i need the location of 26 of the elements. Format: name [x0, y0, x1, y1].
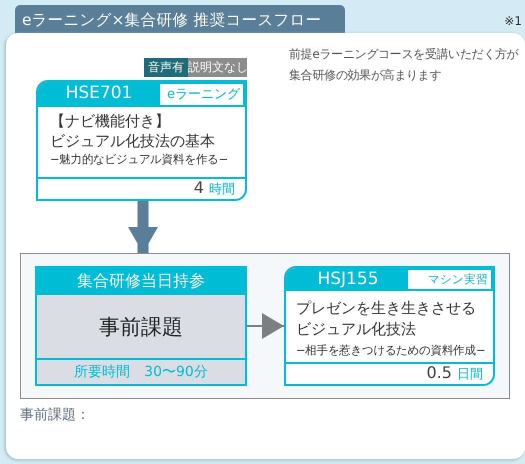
arrow: [247, 313, 284, 339]
duration: 4 時間: [194, 178, 235, 198]
duration: 0.5 日間: [426, 363, 483, 383]
course-title: 【ナビ機能付き】: [50, 112, 170, 131]
course-card: [284, 266, 495, 386]
badge: 説明文なし: [188, 58, 247, 77]
course-title: ビジュアル化技法の基本: [50, 132, 215, 151]
course-card: [36, 80, 247, 201]
assignment-label: 事前課題：: [20, 406, 90, 424]
badge: 音声有: [144, 58, 188, 77]
title: eラーニング×集合研修 推奨コースフロー: [22, 10, 322, 31]
arrow: [128, 201, 158, 253]
box-heading: 集合研修当日持参: [76, 271, 206, 292]
course-code: HSJ155: [316, 269, 380, 289]
required-time: 所要時間 30〜90分: [73, 363, 209, 381]
subtitle: −相手を惹きつけるための資料作成−: [296, 343, 486, 358]
group-box: [20, 253, 510, 399]
footnote-mark: ※1: [504, 14, 522, 28]
note-text: 前提eラーニングコースを受講いただく方が集合研修の効果が高まります: [289, 46, 520, 84]
course-code: HSE701: [64, 83, 134, 103]
assignment-box: [35, 266, 247, 386]
assignment-title: 事前課題: [98, 314, 184, 341]
course-type-tag: マシン実習: [408, 270, 491, 289]
course-type-tag: eラーニング: [160, 84, 243, 105]
subtitle: −魅力的なビジュアル資料を作る−: [50, 152, 228, 167]
course-title: プレゼンを生き生きさせるビジュアル化技法: [296, 298, 477, 340]
